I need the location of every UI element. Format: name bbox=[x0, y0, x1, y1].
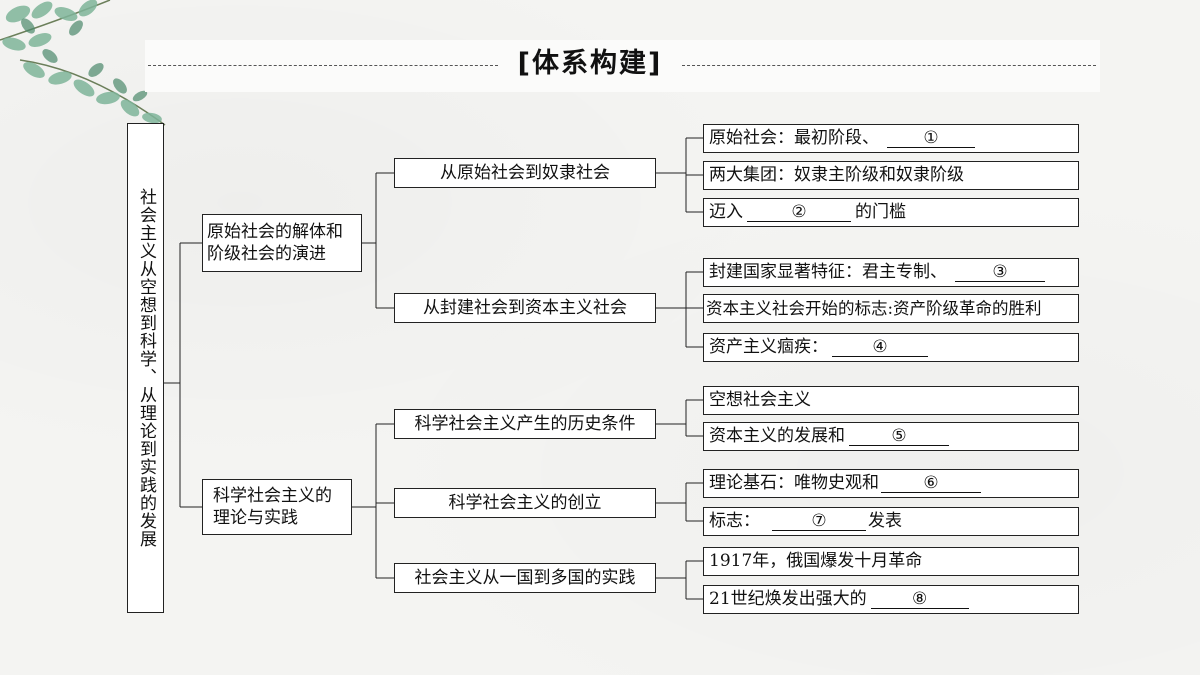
level2-node-label: 社会主义从一国到多国的实践 bbox=[414, 567, 636, 588]
leaf-node-1: 原始社会：最初阶段、 ① bbox=[703, 124, 1079, 153]
leaf-text: 21世纪焕发出强大的 bbox=[709, 589, 867, 610]
level2-node-founding: 科学社会主义的创立 bbox=[394, 488, 656, 518]
leaf-text: 两大集团：奴隶主阶级和奴隶阶级 bbox=[709, 165, 964, 186]
leaf-text: 资本主义的发展和 bbox=[709, 426, 845, 447]
leaf-text: 资产主义痼疾： bbox=[709, 337, 828, 358]
level2-node-primitive-to-slave: 从原始社会到奴隶社会 bbox=[394, 158, 656, 188]
leaf-node-2: 两大集团：奴隶主阶级和奴隶阶级 bbox=[703, 161, 1079, 190]
leaf-decoration-icon bbox=[0, 0, 166, 126]
leaf-node-5: 资本主义社会开始的标志:资产阶级革命的胜利 bbox=[703, 294, 1079, 323]
page-title: [体系构建] bbox=[517, 48, 663, 79]
level2-node-practice: 社会主义从一国到多国的实践 bbox=[394, 563, 656, 593]
leaf-node-11: 1917年，俄国爆发十月革命 bbox=[703, 547, 1079, 576]
leaf-node-7: 空想社会主义 bbox=[703, 386, 1079, 415]
fill-blank: ① bbox=[887, 129, 975, 148]
leaf-text: 发表 bbox=[868, 511, 902, 532]
leaf-text: 资本主义社会开始的标志:资产阶级革命的胜利 bbox=[706, 298, 1042, 318]
level2-node-historical-conditions: 科学社会主义产生的历史条件 bbox=[394, 409, 656, 439]
leaf-text: 1917年，俄国爆发十月革命 bbox=[709, 551, 923, 572]
level2-node-label: 从原始社会到奴隶社会 bbox=[440, 162, 610, 183]
leaf-text: 标志： bbox=[709, 511, 760, 532]
leaf-text: 空想社会主义 bbox=[709, 390, 811, 411]
leaf-text: 的门槛 bbox=[855, 202, 906, 223]
root-node: 社会主义从空想到科学、从理论到实践的发展 bbox=[127, 123, 164, 613]
leaf-text: 迈入 bbox=[709, 202, 743, 223]
fill-blank: ④ bbox=[832, 338, 928, 357]
fill-blank: ⑦ bbox=[772, 512, 866, 531]
level1-node-label: 科学社会主义的理论与实践 bbox=[213, 485, 332, 528]
leaf-text: 原始社会：最初阶段、 bbox=[709, 128, 879, 149]
fill-blank: ⑧ bbox=[870, 590, 969, 609]
level2-node-feudal-to-capitalist: 从封建社会到资本主义社会 bbox=[394, 293, 656, 323]
level2-node-label: 科学社会主义的创立 bbox=[448, 492, 602, 513]
leaf-node-4: 封建国家显著特征：君主专制、 ③ bbox=[703, 258, 1079, 287]
root-node-label: 社会主义从空想到科学、从理论到实践的发展 bbox=[136, 188, 156, 548]
level1-node-dissolution: 原始社会的解体和阶级社会的演进 bbox=[202, 214, 362, 272]
fill-blank: ③ bbox=[955, 263, 1045, 282]
header-band bbox=[145, 40, 1100, 92]
fill-blank: ② bbox=[747, 203, 851, 222]
fill-blank: ⑥ bbox=[881, 474, 981, 493]
title-dash-right bbox=[682, 65, 1096, 66]
title-dash-left bbox=[148, 65, 498, 66]
leaf-text: 封建国家显著特征：君主专制、 bbox=[709, 262, 947, 283]
level2-node-label: 科学社会主义产生的历史条件 bbox=[414, 413, 636, 434]
level1-node-label: 原始社会的解体和阶级社会的演进 bbox=[207, 221, 343, 264]
leaf-text: 理论基石：唯物史观和 bbox=[709, 473, 879, 494]
fill-blank: ⑤ bbox=[849, 427, 949, 446]
level1-node-scientific-socialism: 科学社会主义的理论与实践 bbox=[202, 479, 352, 535]
leaf-node-6: 资产主义痼疾：④ bbox=[703, 333, 1079, 362]
level2-node-label: 从封建社会到资本主义社会 bbox=[423, 297, 627, 318]
